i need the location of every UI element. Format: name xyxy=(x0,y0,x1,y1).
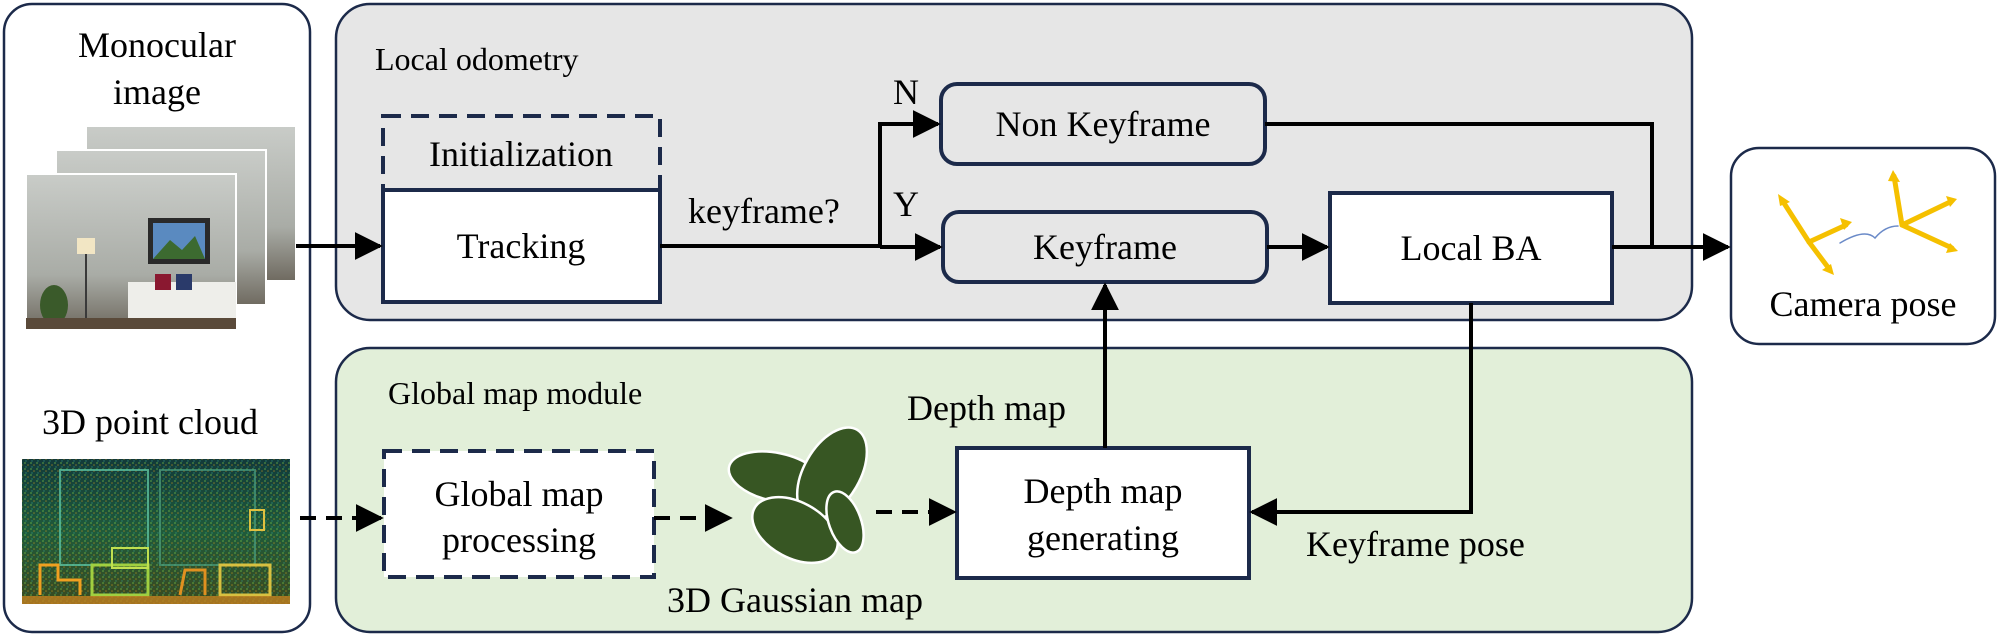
local-odometry-title: Local odometry xyxy=(375,41,578,77)
point-cloud-icon xyxy=(22,459,290,604)
global-map-processing-label-2: processing xyxy=(442,520,596,560)
keyframe-question-label: keyframe? xyxy=(688,191,840,231)
monocular-label-2: image xyxy=(113,72,201,112)
tracking-box xyxy=(381,188,662,304)
depth-map-generating-label-2: generating xyxy=(1027,518,1179,558)
branch-yes-label: Y xyxy=(893,184,919,224)
global-map-title: Global map module xyxy=(388,375,642,411)
global-map-processing-label: Global map xyxy=(435,474,604,514)
camera-axes-icon xyxy=(1778,170,1958,275)
point-cloud-label: 3D point cloud xyxy=(42,402,258,442)
initialization-label: Initialization xyxy=(429,134,613,174)
local-ba-label: Local BA xyxy=(1401,228,1542,268)
connectors xyxy=(296,110,1731,532)
gaussian-map-label: 3D Gaussian map xyxy=(667,580,923,620)
branch-no-label: N xyxy=(893,72,919,112)
depth-map-generating-box xyxy=(955,446,1251,580)
global-map-processing-box xyxy=(382,449,656,579)
output-panel xyxy=(1729,146,1997,346)
non-keyframe-label: Non Keyframe xyxy=(996,104,1211,144)
camera-pose-label: Camera pose xyxy=(1770,284,1957,324)
keyframe-pose-label: Keyframe pose xyxy=(1306,524,1525,564)
branch-to-non-keyframe-arrow xyxy=(878,110,941,246)
non-keyframe-to-output-line xyxy=(1265,122,1654,247)
tracking-label: Tracking xyxy=(457,226,586,266)
depth-map-label: Depth map xyxy=(907,388,1066,428)
keyframe-label: Keyframe xyxy=(1033,227,1177,267)
local-ba-to-depth-gen-arrow xyxy=(1249,303,1473,526)
local-ba-box xyxy=(1328,191,1614,305)
monocular-label: Monocular xyxy=(78,25,236,65)
gaussian-ellipses-icon xyxy=(727,426,869,565)
depth-map-generating-label: Depth map xyxy=(1024,471,1183,511)
room-image-icon xyxy=(25,125,297,330)
